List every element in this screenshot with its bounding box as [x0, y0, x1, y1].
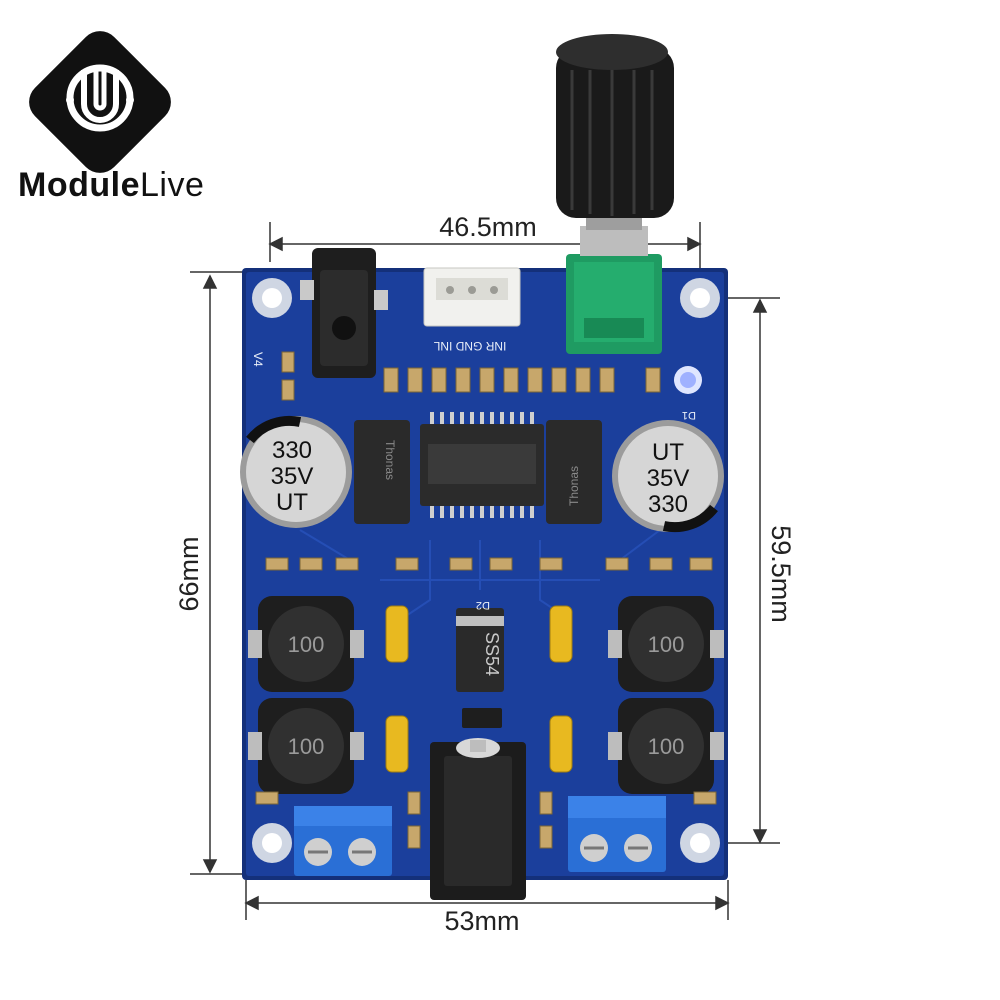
dimension-top-width: 46.5mm: [439, 212, 537, 242]
cap-right-line1: UT: [652, 439, 684, 466]
dimension-lines: [190, 222, 780, 920]
cap-left-line2: 35V: [271, 463, 314, 490]
tantalum-capacitors: [385, 605, 573, 773]
heatsink-pads: Thonas Thonas: [354, 420, 602, 524]
schottky-diode: SS54: [456, 608, 504, 692]
connector-labels: INR GND INL: [433, 339, 506, 353]
volume-knob: [556, 34, 674, 218]
dimension-left-height: 66mm: [174, 536, 204, 611]
brand-name-strong: Module: [18, 166, 140, 204]
cap-right-line2: 35V: [647, 465, 690, 492]
chip-marking-left: Thonas: [383, 440, 397, 480]
brand-wordmark: ModuleLive: [18, 166, 204, 205]
speaker-terminal-right: [568, 796, 666, 872]
inductor-bottom-right: 100: [608, 698, 724, 794]
pcb-board: V4 INR GND INL: [240, 34, 728, 900]
mounting-holes: [252, 278, 720, 863]
dimension-right-height: 59.5mm: [766, 525, 796, 623]
version-mark: V4: [251, 352, 265, 367]
inductor-marking: 100: [288, 734, 325, 759]
dimension-bottom-width: 53mm: [444, 906, 519, 936]
inductor-top-right: 100: [608, 596, 724, 692]
speaker-terminal-left: [294, 806, 392, 876]
capacitor-right: UT 35V 330: [612, 420, 724, 533]
inductor-bottom-left: 100: [248, 698, 364, 794]
inductor-marking: 100: [648, 734, 685, 759]
audio-jack: [300, 248, 388, 378]
volume-potentiometer: [566, 212, 662, 354]
led-ref: D1: [682, 409, 696, 421]
dc-power-jack: [430, 738, 526, 900]
small-diode: [462, 708, 502, 728]
smd-component-row: [281, 351, 661, 401]
chip-marking-right: Thonas: [567, 466, 581, 506]
cap-left-line1: 330: [272, 437, 312, 464]
smd-component-bottom: [255, 791, 717, 849]
signal-connector: [423, 267, 521, 327]
diode-ref: D2: [476, 599, 490, 611]
cap-right-line3: 330: [648, 491, 688, 518]
amplifier-chip: [420, 412, 544, 518]
inductor-marking: 100: [288, 632, 325, 657]
smd-component-row-middle: [265, 557, 713, 571]
inductor-top-left: 100: [248, 596, 364, 692]
brand-name-light: Live: [139, 166, 205, 204]
modulelive-logo: [29, 31, 171, 173]
cap-left-line3: UT: [276, 489, 308, 516]
diode-marking: SS54: [482, 632, 502, 676]
inductor-marking: 100: [648, 632, 685, 657]
capacitor-left: 330 35V UT: [240, 415, 352, 528]
